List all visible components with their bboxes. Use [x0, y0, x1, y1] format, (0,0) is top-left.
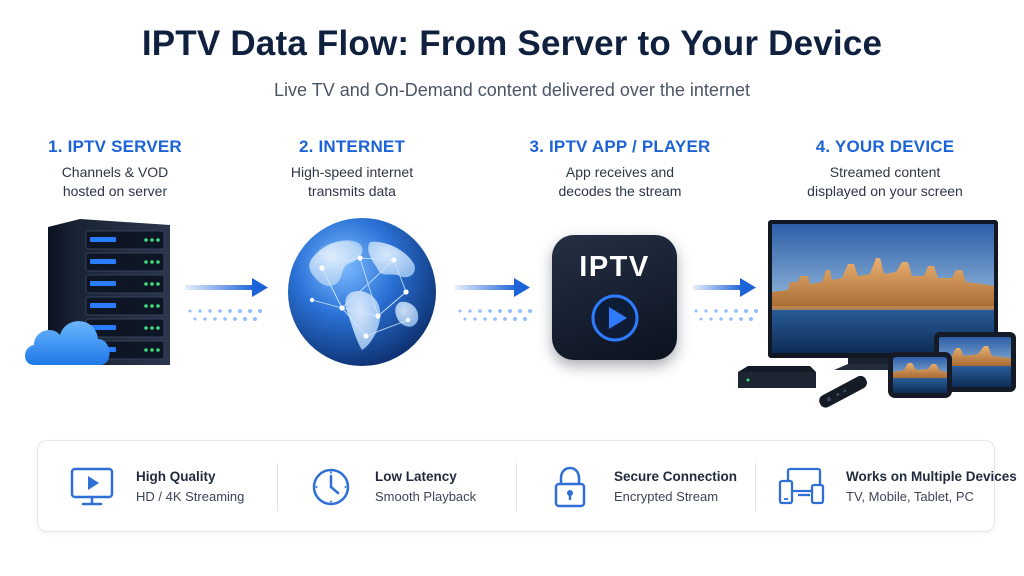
feature-secure-connection: Secure Connection Encrypted Stream	[516, 441, 755, 533]
play-button-icon	[591, 294, 639, 342]
flow-arrow	[455, 278, 532, 321]
lock-icon	[554, 466, 586, 508]
feature-name: High Quality	[136, 469, 216, 484]
multi-device-icon	[778, 467, 825, 505]
feature-description: Smooth Playback	[375, 489, 477, 504]
page-subtitle: Live TV and On-Demand content delivered …	[274, 80, 750, 100]
feature-divider	[277, 463, 278, 511]
feature-description: TV, Mobile, Tablet, PC	[846, 489, 974, 504]
step-title: 3. IPTV APP / PLAYER	[529, 137, 711, 156]
iptv-app-icon: IPTV	[552, 235, 677, 360]
step-title: 2. INTERNET	[298, 137, 406, 156]
page-title: IPTV Data Flow: From Server to Your Devi…	[141, 24, 883, 63]
feature-name: Works on Multiple Devices	[846, 469, 1017, 484]
features-panel: High Quality HD / 4K Streaming Low Laten…	[37, 440, 1017, 533]
feature-name: Low Latency	[375, 469, 457, 484]
feature-divider	[755, 463, 756, 511]
feature-high-quality: High Quality HD / 4K Streaming	[38, 441, 277, 533]
step-title: 4. YOUR DEVICE	[815, 137, 955, 156]
tv-devices-icon	[738, 220, 1016, 408]
monitor-play-icon	[70, 467, 114, 506]
globe-icon	[288, 218, 436, 366]
clock-icon	[312, 468, 350, 506]
feature-low-latency: Low Latency Smooth Playback	[277, 441, 516, 533]
flow-arrow	[185, 278, 268, 321]
flow-arrow	[693, 278, 758, 321]
feature-multiple-devices: Works on Multiple Devices TV, Mobile, Ta…	[748, 441, 1017, 533]
feature-description: Encrypted Stream	[614, 489, 719, 504]
step-title: 1. IPTV SERVER	[48, 137, 182, 156]
iptv-app-label: IPTV	[579, 251, 650, 283]
server-rack-icon	[25, 219, 170, 365]
feature-divider	[516, 463, 517, 511]
feature-name: Secure Connection	[614, 469, 738, 484]
feature-description: HD / 4K Streaming	[136, 489, 245, 504]
cloud-icon	[25, 321, 110, 365]
